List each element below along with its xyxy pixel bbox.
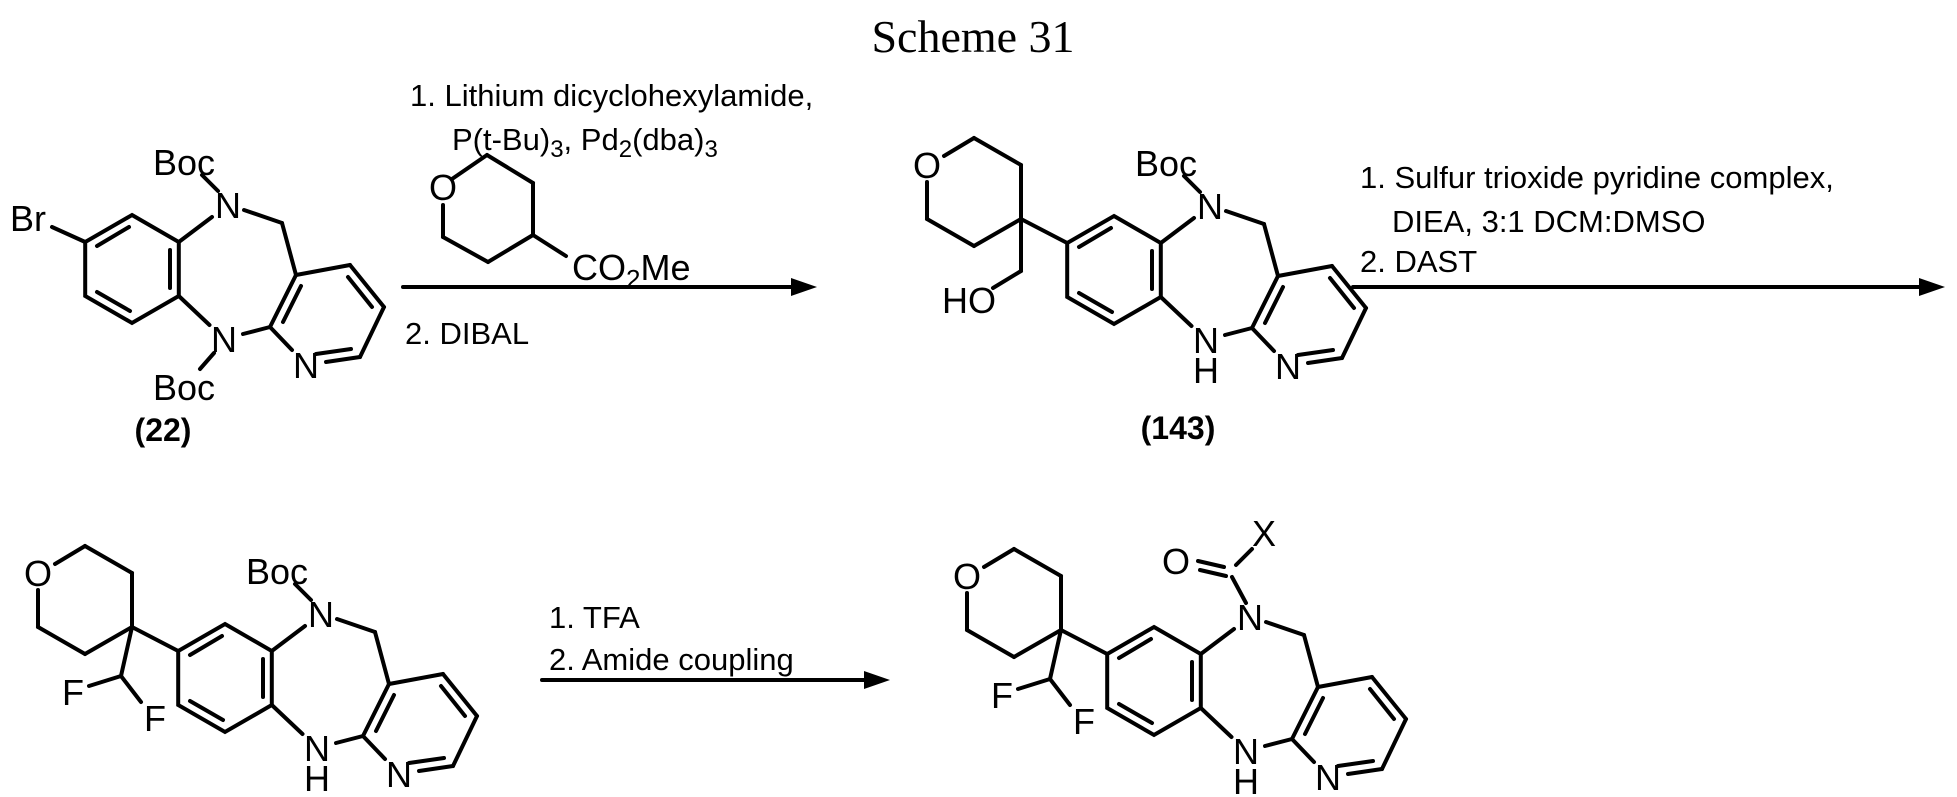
carbonyl-oxygen-label: O <box>1162 541 1190 582</box>
step3-line2: 2. Amide coupling <box>549 642 794 677</box>
step3-conditions: 1. TFA 2. Amide coupling <box>549 600 794 677</box>
reagent-thp-oxygen-label: O <box>429 167 457 208</box>
step3-line1: 1. TFA <box>549 600 640 635</box>
reaction-arrow-3 <box>540 671 890 689</box>
step1-line2: 2. DIBAL <box>405 316 529 351</box>
structure-compound-143: HO (143) <box>910 136 1368 446</box>
reaction-arrow-2 <box>1351 278 1945 296</box>
step1-line1: 1. Lithium dicyclohexylamide, <box>410 78 813 113</box>
structure-difluoro-amide: O X <box>950 513 1408 797</box>
step2-conditions: 1. Sulfur trioxide pyridine complex, DIE… <box>1360 160 1834 279</box>
scheme-title: Scheme 31 <box>871 11 1074 62</box>
ligand-part-2: , Pd <box>564 122 619 157</box>
reaction-arrow-1 <box>401 278 817 296</box>
ligand-sub-1: 3 <box>550 136 563 163</box>
compound-22-label: (22) <box>135 412 192 448</box>
boc-label-bottom: Boc <box>153 367 215 408</box>
bromine-label: Br <box>10 198 46 239</box>
structure-compound-22: Br Boc (22) <box>10 140 386 448</box>
hydroxyl-label: HO <box>942 280 996 321</box>
structure-difluoro-boc <box>21 544 479 797</box>
ester-co-text: CO <box>572 247 626 288</box>
step1-ligand-line: P(t-Bu)3, Pd2(dba)3 <box>452 122 718 163</box>
ligand-part-3: (dba) <box>632 122 704 157</box>
step2-line3: 2. DAST <box>1360 244 1477 279</box>
ligand-sub-2: 2 <box>619 136 632 163</box>
ligand-sub-3: 3 <box>704 136 717 163</box>
reagent-thp-ester-structure: O CO2Me <box>429 153 690 294</box>
ligand-part-1: P(t-Bu) <box>452 122 550 157</box>
ester-sub2-text: 2 <box>626 264 640 294</box>
ester-me-text: Me <box>640 247 690 288</box>
compound-143-label: (143) <box>1141 410 1216 446</box>
step1-conditions: 1. Lithium dicyclohexylamide, P(t-Bu)3, … <box>405 78 813 351</box>
x-substituent-label: X <box>1252 513 1276 554</box>
step2-line1: 1. Sulfur trioxide pyridine complex, <box>1360 160 1834 195</box>
step2-line2: DIEA, 3:1 DCM:DMSO <box>1392 204 1706 239</box>
